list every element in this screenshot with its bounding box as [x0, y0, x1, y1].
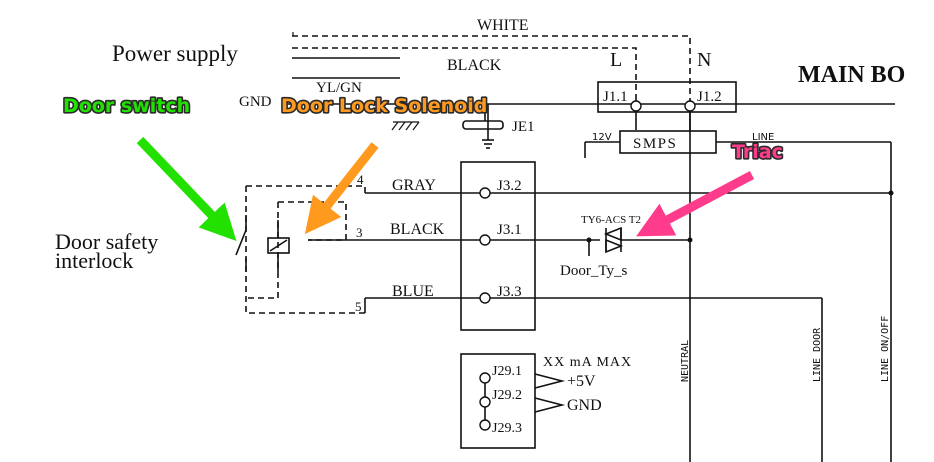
j29-3-label: J29.3	[492, 421, 522, 436]
triac-symbol	[603, 226, 624, 254]
interlock-label: interlock	[55, 248, 133, 273]
triac-annotation: Triac	[732, 141, 783, 163]
black-wire	[308, 234, 693, 256]
door-ty-s-label: Door_Ty_s	[560, 263, 627, 279]
gray-wire-label: GRAY	[392, 177, 436, 194]
smps-label: SMPS	[633, 136, 677, 152]
line-onoff-vertical-label: LINE ON/OFF	[880, 316, 891, 382]
door-switch-arrow	[136, 136, 237, 242]
j3-1-label: J3.1	[497, 222, 522, 238]
power-supply-label: Power supply	[112, 41, 238, 66]
j29-connector	[460, 353, 566, 449]
j3-3-label: J3.3	[497, 284, 522, 300]
j3-connector	[460, 104, 536, 331]
neutral-terminal-label: N	[697, 49, 711, 71]
gnd-right-label: GND	[567, 397, 602, 414]
triac-part-label: TY6-ACS T2	[581, 214, 641, 226]
white-wire-label: WHITE	[477, 17, 529, 34]
wire-number-4: 4	[357, 172, 364, 187]
xx-ma-max-label: XX mA MAX	[543, 355, 632, 370]
j1-1-label: J1.1	[603, 89, 628, 105]
line-door-vertical-label: LINE DOOR	[812, 327, 823, 382]
live-terminal-label: L	[610, 49, 622, 71]
je1-earth-terminal	[462, 104, 504, 149]
wire-number-5: 5	[355, 299, 362, 314]
j1-2-label: J1.2	[697, 89, 722, 105]
door-interlock-box	[235, 185, 366, 314]
gnd-label: GND	[239, 94, 272, 110]
main-board-label: MAIN BO	[798, 62, 905, 88]
door-lock-solenoid-annotation: Door Lock Solenoid	[281, 95, 487, 117]
je1-label: JE1	[512, 119, 535, 135]
neutral-vertical-label: NEUTRAL	[680, 340, 691, 382]
door-lock-solenoid-arrow	[304, 142, 379, 235]
wire-number-3: 3	[356, 225, 363, 240]
j3-2-label: J3.2	[497, 178, 522, 194]
black-top-wire-label: BLACK	[447, 57, 502, 74]
plus5v-label: +5V	[567, 373, 596, 390]
door-switch-annotation: Door switch	[63, 95, 190, 117]
12v-label: 12V	[592, 132, 612, 143]
yl-gn-label: YL/GN	[316, 80, 362, 96]
line-top-label: LINE	[752, 132, 774, 143]
blue-wire	[364, 292, 823, 462]
blue-wire-label: BLUE	[392, 283, 434, 300]
triac-arrow	[636, 171, 755, 237]
gray-wire	[365, 187, 894, 199]
j29-1-label: J29.1	[492, 364, 522, 379]
j29-2-label: J29.2	[492, 388, 522, 403]
door-safety-label: Door safety	[55, 229, 158, 254]
black-mid-wire-label: BLACK	[390, 221, 445, 238]
